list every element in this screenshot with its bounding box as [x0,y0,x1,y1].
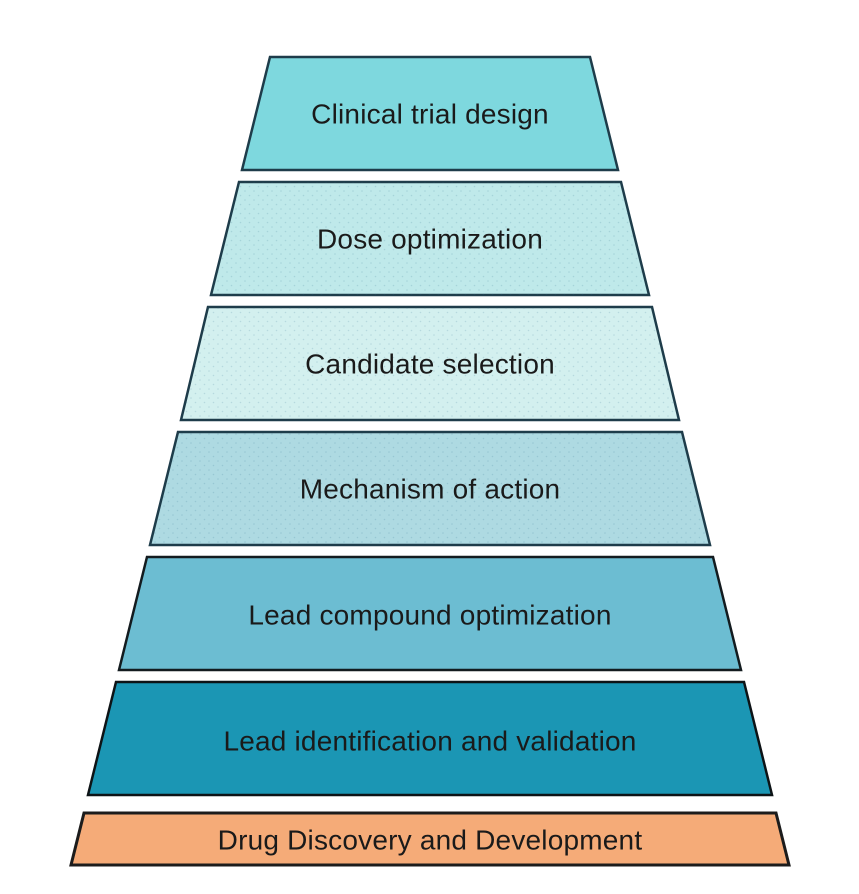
funnel-layer-label: Clinical trial design [311,99,549,130]
funnel-layer-label: Candidate selection [305,349,555,380]
funnel-layer-candidate-selection: Candidate selection [179,305,681,422]
funnel-layer-mechanism-of-action: Mechanism of action [148,430,712,547]
funnel-base-drug-discovery-and-development: Drug Discovery and Development [69,811,791,867]
funnel-layer-texture [181,307,679,420]
funnel-layer-shape [86,680,774,797]
funnel-layer-lead-identification-and-validation: Lead identification and validation [86,680,774,797]
funnel-layer-clinical-trial-design: Clinical trial design [240,55,620,172]
funnel-base-shape [69,811,791,867]
funnel-layer-label: Dose optimization [317,224,543,255]
funnel-layer-texture [211,182,649,295]
funnel-layer-lead-compound-optimization: Lead compound optimization [117,555,743,672]
funnel-layer-label: Lead compound optimization [248,600,611,631]
funnel-layer-texture [150,432,710,545]
funnel-layer-dose-optimization: Dose optimization [209,180,651,297]
funnel-layer-shape [240,55,620,172]
funnel-base-label: Drug Discovery and Development [218,825,643,856]
funnel-layer-label: Mechanism of action [300,474,561,505]
funnel-layer-label: Lead identification and validation [223,726,636,757]
funnel-layer-shape [117,555,743,672]
